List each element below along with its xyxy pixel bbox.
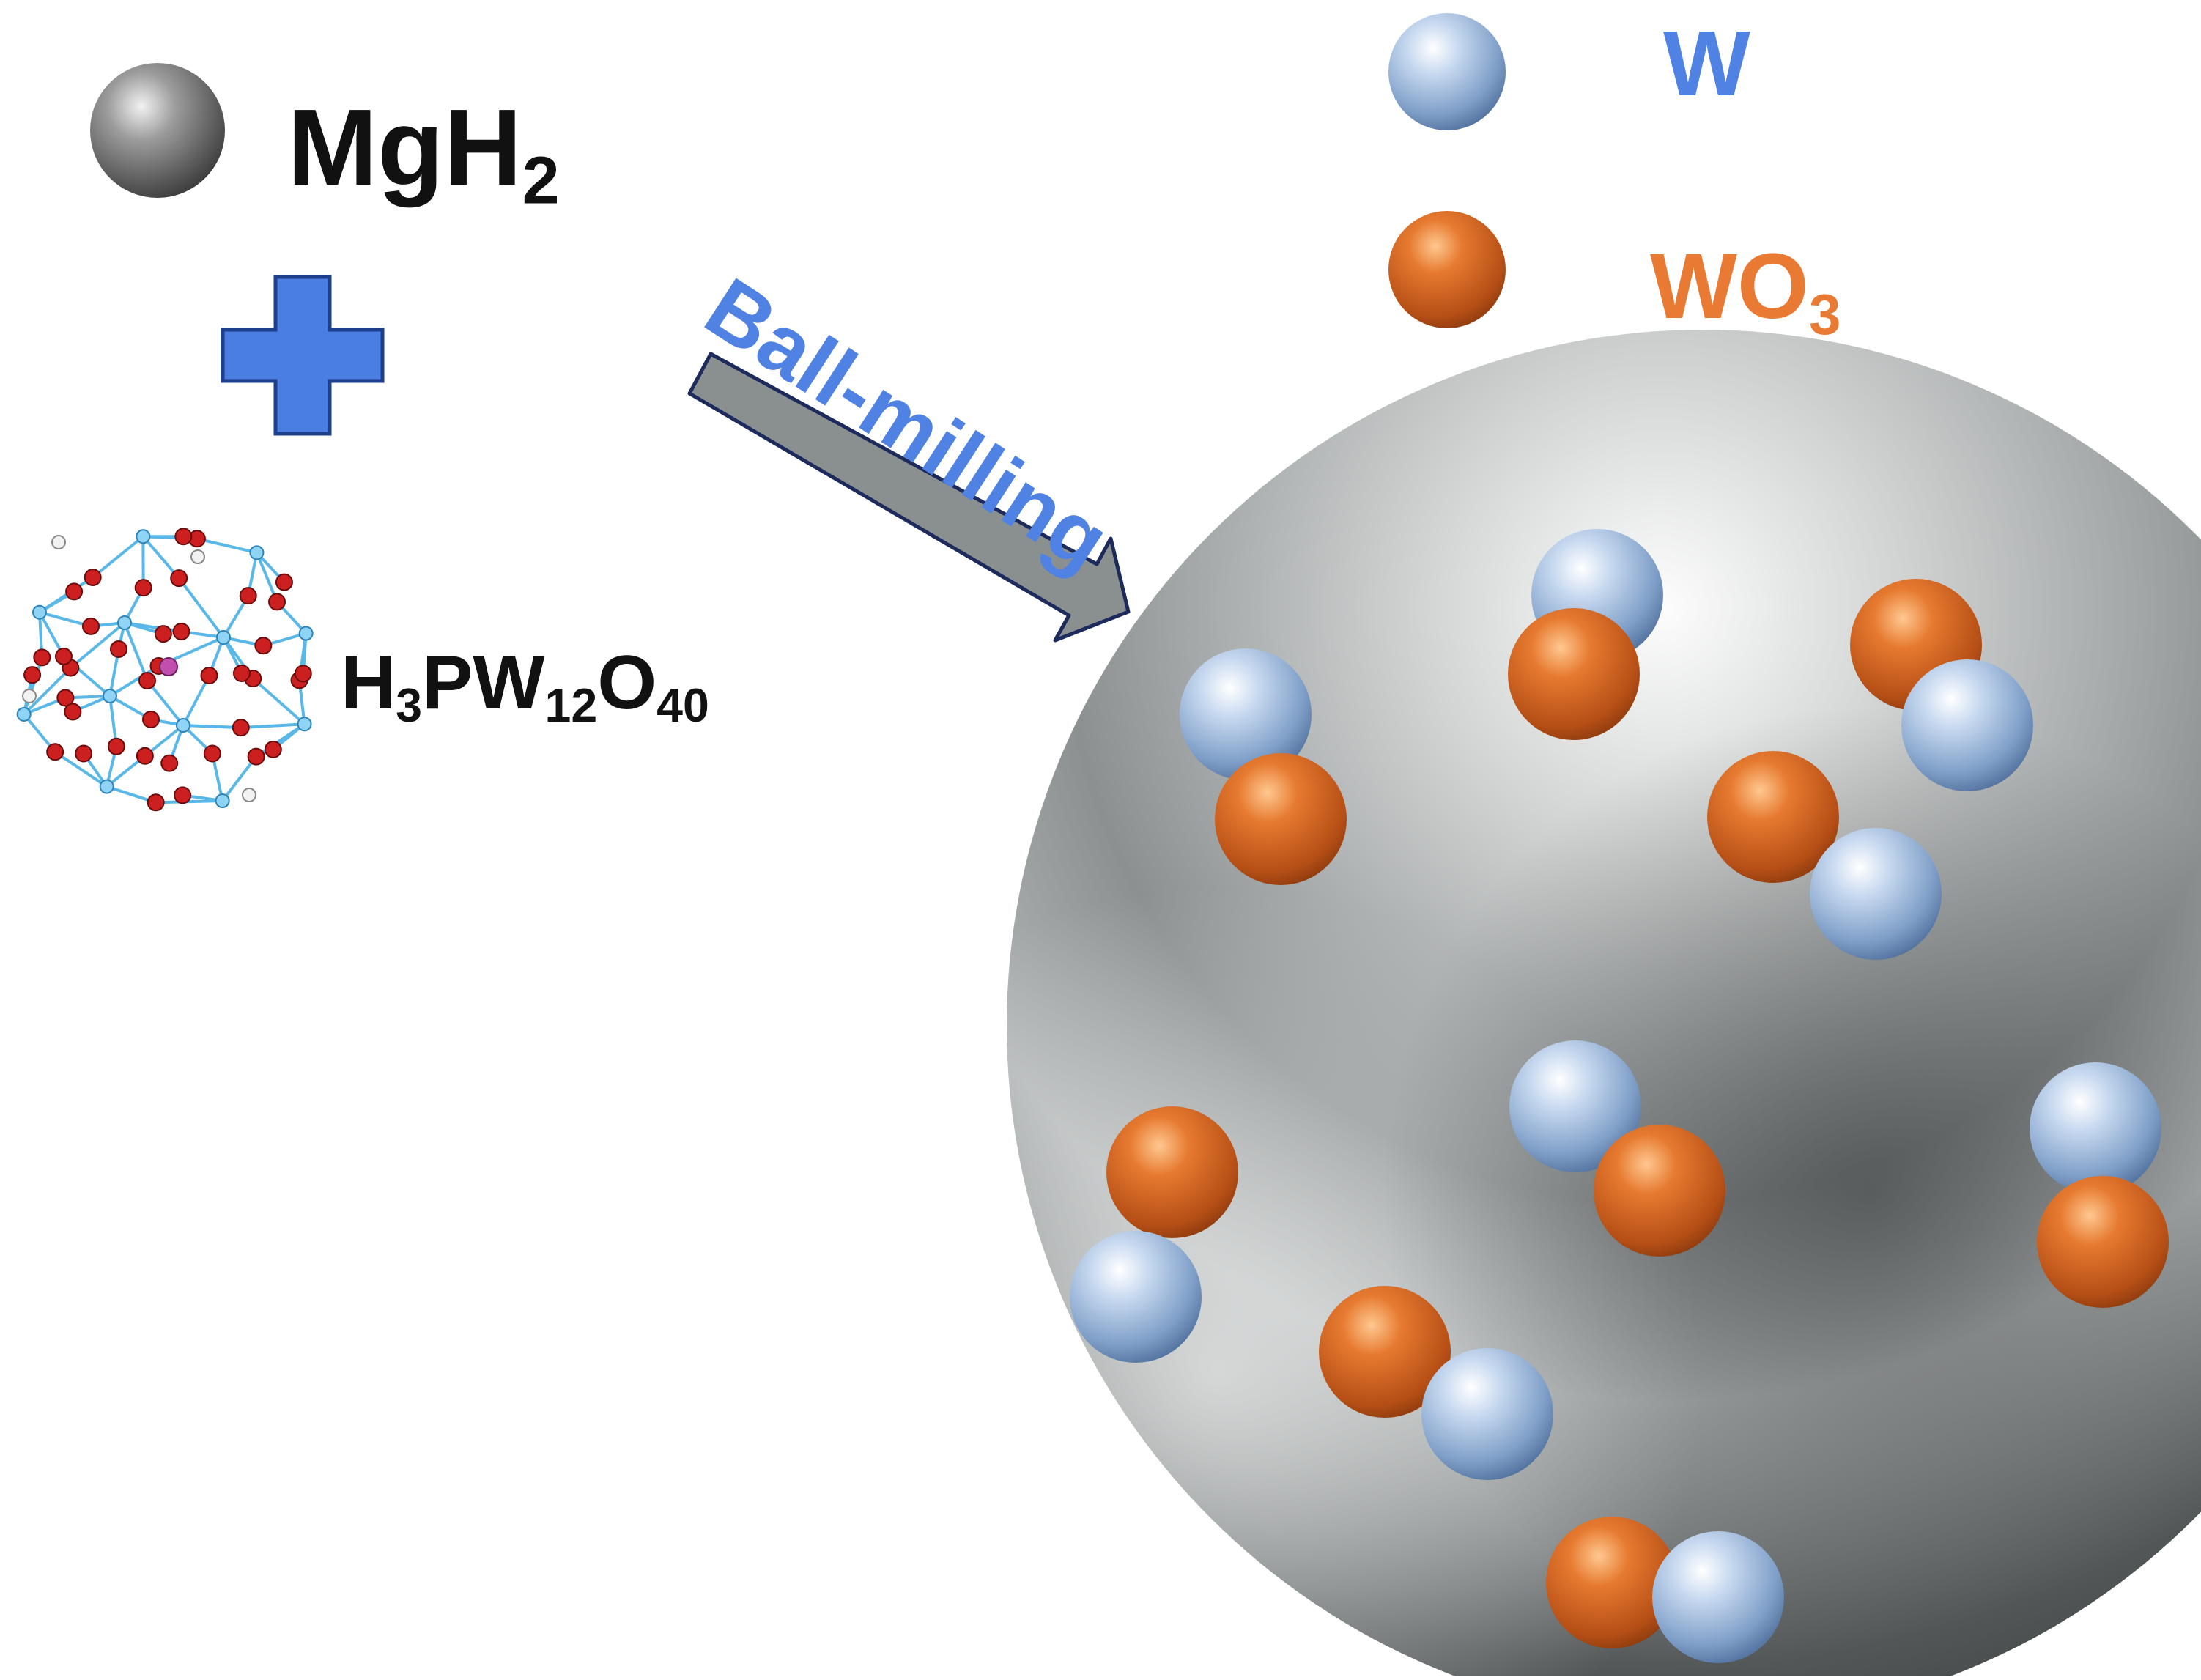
orange-sphere-icon (1388, 211, 1506, 328)
legend-w-label: W (1663, 18, 1750, 110)
legend-wo3-label: WO3 (1650, 240, 1841, 333)
gray-sphere-icon (90, 63, 225, 198)
keggin-molecule-icon (18, 528, 313, 810)
heteropolyacid-label: H3PW12O40 (341, 645, 709, 721)
mgh2-label: MgH2 (287, 94, 560, 202)
plus-icon (223, 277, 382, 434)
composite-particle-icon (1007, 330, 2201, 1676)
blue-sphere-icon (1388, 13, 1506, 130)
